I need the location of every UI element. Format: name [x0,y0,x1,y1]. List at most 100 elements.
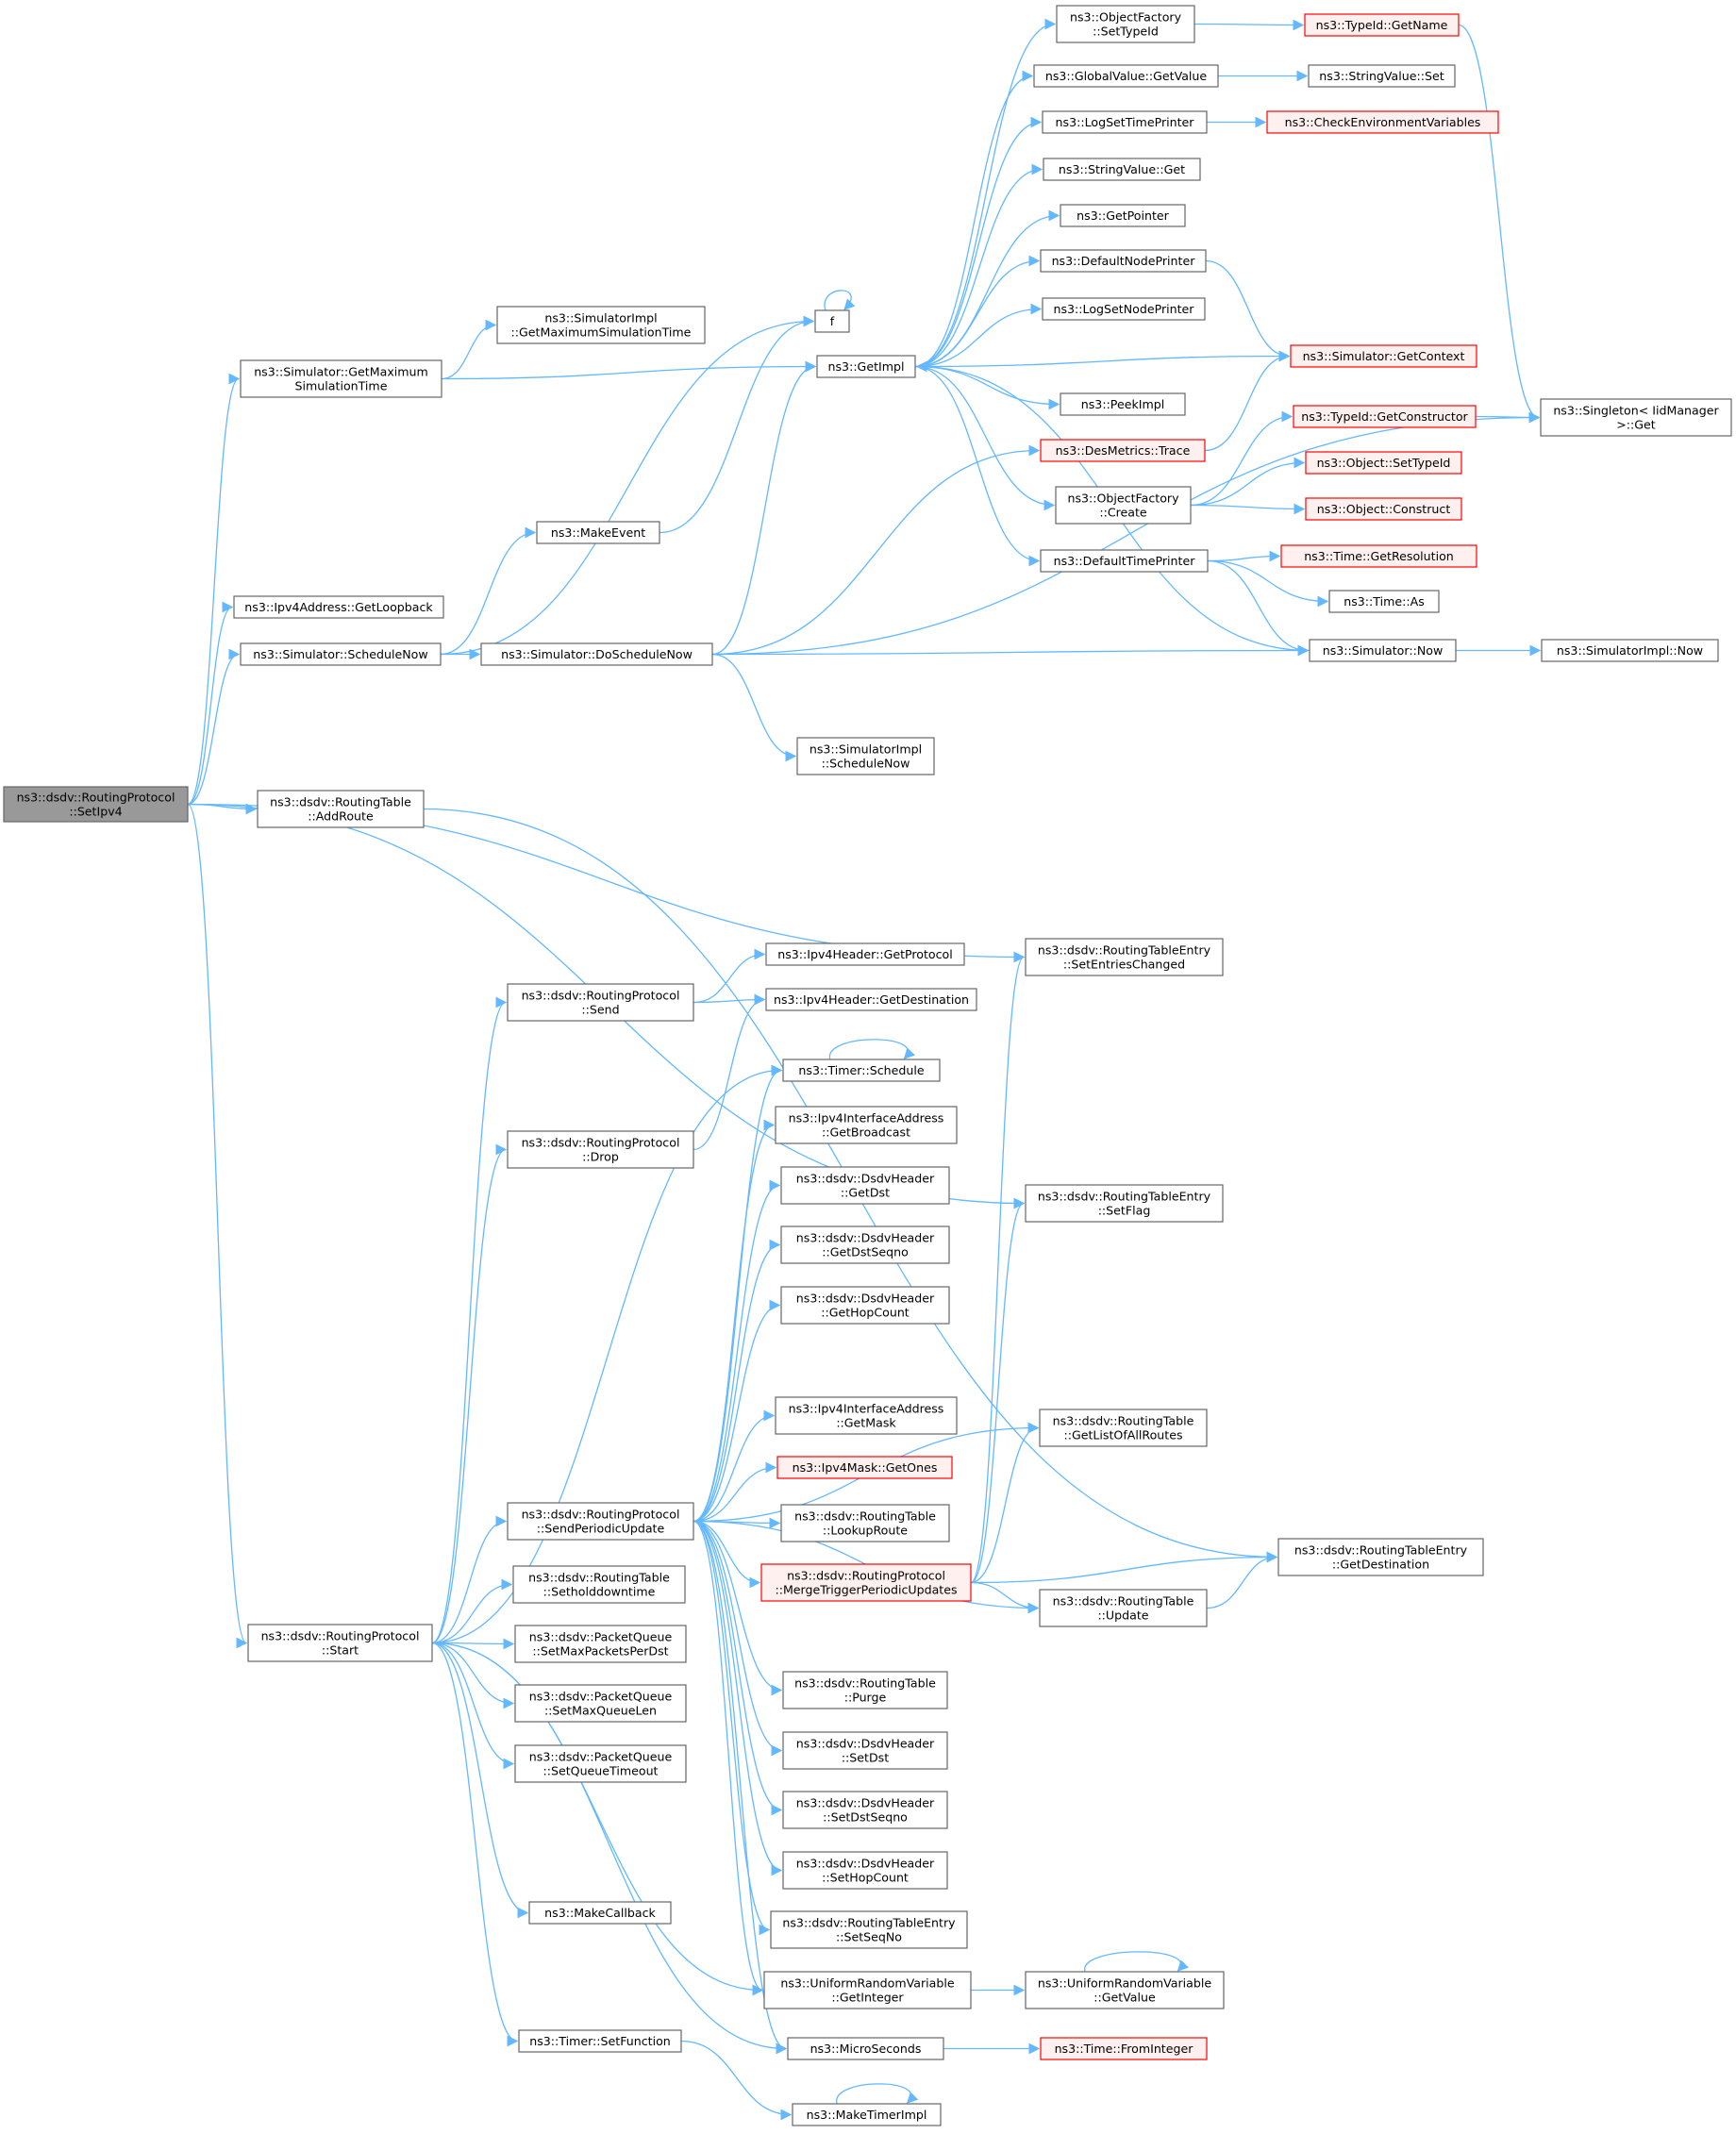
node-hsetdstseq[interactable]: ns3::dsdv::DsdvHeader::SetDstSeqno [782,1791,948,1829]
node-logsetnode[interactable]: ns3::LogSetNodePrinter [1042,297,1206,321]
node-checkenv[interactable]: ns3::CheckEnvironmentVariables [1266,110,1499,134]
node-rtegetdest[interactable]: ns3::dsdv::RoutingTableEntry::GetDestina… [1277,1538,1484,1576]
node-makeevent[interactable]: ns3::MakeEvent [536,521,660,544]
node-label: ::Start [322,1643,359,1658]
node-label: ns3::dsdv::RoutingProtocol [522,1136,680,1150]
node-rtesetseq[interactable]: ns3::dsdv::RoutingTableEntry::SetSeqNo [770,1910,968,1949]
node-implnow[interactable]: ns3::SimulatorImpl::Now [1541,639,1719,662]
node-label: ::ScheduleNow [822,757,910,771]
node-timegetres[interactable]: ns3::Time::GetResolution [1280,544,1477,568]
edge-sendperiodic-to-hgetdst [693,1179,781,1523]
node-box [787,2037,944,2060]
node-ifgetbcast[interactable]: ns3::Ipv4InterfaceAddress::GetBroadcast [775,1106,958,1144]
node-urvgetint[interactable]: ns3::UniformRandomVariable::GetInteger [763,1971,972,2009]
node-box [775,1396,958,1435]
node-merge[interactable]: ns3::dsdv::RoutingProtocol::MergeTrigger… [760,1563,972,1602]
node-addroute[interactable]: ns3::dsdv::RoutingTable::AddRoute [257,790,425,828]
node-timefromint[interactable]: ns3::Time::FromInteger [1040,2037,1208,2060]
node-timeas[interactable]: ns3::Time::As [1328,590,1440,613]
node-label: ns3::LogSetNodePrinter [1054,302,1195,316]
node-makecb[interactable]: ns3::MakeCallback [528,1901,672,1925]
node-box [496,306,706,344]
edge-deftime-to-timegetres [1207,550,1281,562]
node-f[interactable]: f [814,309,850,333]
node-box [507,983,694,1022]
node-hsethop[interactable]: ns3::dsdv::DsdvHeader::SetHopCount [782,1851,948,1890]
node-drop[interactable]: ns3::dsdv::RoutingProtocol::Drop [507,1130,694,1169]
node-pqsetmaxlen[interactable]: ns3::dsdv::PacketQueue::SetMaxQueueLen [514,1684,687,1723]
node-label: ns3::MakeTimerImpl [807,2108,927,2122]
node-gvgetvalue[interactable]: ns3::GlobalValue::GetValue [1033,64,1219,88]
node-svset[interactable]: ns3::StringValue::Set [1308,64,1456,88]
node-rtsethold[interactable]: ns3::dsdv::RoutingTable::Setholddowntime [512,1565,686,1604]
node-label: ns3::dsdv::RoutingProtocol [522,989,680,1003]
node-rtgetlist[interactable]: ns3::dsdv::RoutingTable::GetListOfAllRou… [1039,1409,1208,1447]
node-objconstruct[interactable]: ns3::Object::Construct [1305,497,1462,521]
node-hgethop[interactable]: ns3::dsdv::DsdvHeader::GetHopCount [780,1286,950,1325]
edge-getimpl-to-ofcreate [914,365,1056,511]
node-logsettime[interactable]: ns3::LogSetTimePrinter [1042,110,1208,134]
edge-doschednow-to-destrace [711,444,1041,656]
node-timersched[interactable]: ns3::Timer::Schedule [782,1059,941,1082]
node-schednow[interactable]: ns3::Simulator::ScheduleNow [240,642,442,666]
edge-destrace-to-simgetctx [1204,350,1291,452]
node-start[interactable]: ns3::dsdv::RoutingProtocol::Start [247,1624,433,1662]
node-box [796,737,935,775]
node-label: ns3::dsdv::RoutingTable [1053,1414,1194,1428]
node-rtpurge[interactable]: ns3::dsdv::RoutingTable::Purge [782,1671,948,1709]
node-urvgetval[interactable]: ns3::UniformRandomVariable::GetValue [1025,1971,1225,2009]
edge-tidgetname-to-singleton [1458,24,1541,424]
edge-merge-to-rtesetflag [970,1197,1026,1584]
node-label: ns3::dsdv::DsdvHeader [796,1172,935,1186]
node-maskones[interactable]: ns3::Ipv4Mask::GetOnes [776,1456,953,1479]
node-root[interactable]: ns3::dsdv::RoutingProtocol::SetIpv4 [3,786,189,823]
node-hsetdst[interactable]: ns3::dsdv::DsdvHeader::SetDst [782,1731,948,1770]
node-micro[interactable]: ns3::MicroSeconds [787,2037,944,2060]
node-send[interactable]: ns3::dsdv::RoutingProtocol::Send [507,983,694,1022]
node-box [765,988,977,1011]
node-pqsettimeout[interactable]: ns3::dsdv::PacketQueue::SetQueueTimeout [514,1744,687,1783]
node-hgetdstseq[interactable]: ns3::dsdv::DsdvHeader::GetDstSeqno [780,1225,950,1264]
edge-ofcreate-to-tidgetctor [1190,410,1294,507]
node-implschednow[interactable]: ns3::SimulatorImpl::ScheduleNow [796,737,935,775]
node-label: ns3::DefaultNodePrinter [1052,254,1196,268]
node-sendperiodic[interactable]: ns3::dsdv::RoutingProtocol::SendPeriodic… [507,1502,694,1541]
node-ipv4hdest[interactable]: ns3::Ipv4Header::GetDestination [765,988,977,1011]
node-pqsetmaxper[interactable]: ns3::dsdv::PacketQueue::SetMaxPacketsPer… [514,1625,687,1663]
node-label: ns3::Time::GetResolution [1304,549,1454,563]
node-rtesetflag[interactable]: ns3::dsdv::RoutingTableEntry::SetFlag [1025,1184,1224,1223]
node-rtupdate[interactable]: ns3::dsdv::RoutingTable::Update [1039,1589,1208,1627]
node-tidgetctor[interactable]: ns3::TypeId::GetConstructor [1293,405,1477,428]
node-maketimerimpl[interactable]: ns3::MakeTimerImpl [792,2103,942,2126]
node-getpointer[interactable]: ns3::GetPointer [1060,204,1186,227]
node-destrace[interactable]: ns3::DesMetrics::Trace [1040,439,1206,462]
node-label: ns3::Simulator::GetContext [1303,349,1465,363]
node-peekimpl[interactable]: ns3::PeekImpl [1060,392,1186,416]
edge-doschednow-to-getimpl [711,360,817,656]
node-implmax[interactable]: ns3::SimulatorImpl::GetMaximumSimulation… [496,306,706,344]
node-ofsettypeid[interactable]: ns3::ObjectFactory::SetTypeId [1056,5,1195,43]
node-rtlookup[interactable]: ns3::dsdv::RoutingTable::LookupRoute [780,1504,950,1542]
node-getloop[interactable]: ns3::Ipv4Address::GetLoopback [233,595,444,619]
node-defnode[interactable]: ns3::DefaultNodePrinter [1040,249,1207,273]
node-box [233,595,444,619]
node-rtesetentries[interactable]: ns3::dsdv::RoutingTableEntry::SetEntries… [1025,938,1224,976]
node-ipv4hproto[interactable]: ns3::Ipv4Header::GetProtocol [765,942,965,966]
node-doschednow[interactable]: ns3::Simulator::DoScheduleNow [480,642,713,666]
node-simnow[interactable]: ns3::Simulator::Now [1309,639,1457,662]
node-singleton[interactable]: ns3::Singleton< IidManager>::Get [1540,398,1732,437]
node-timersetfn[interactable]: ns3::Timer::SetFunction [518,2029,682,2053]
node-ofcreate[interactable]: ns3::ObjectFactory::Create [1055,486,1192,525]
node-label: ::GetHopCount [821,1306,910,1320]
node-ifgetmask[interactable]: ns3::Ipv4InterfaceAddress::GetMask [775,1396,958,1435]
node-tidgetname[interactable]: ns3::TypeId::GetName [1304,13,1460,37]
node-deftime[interactable]: ns3::DefaultTimePrinter [1040,549,1209,573]
node-objsettypeid[interactable]: ns3::Object::SetTypeId [1305,451,1462,475]
node-hgetdst[interactable]: ns3::dsdv::DsdvHeader::GetDst [780,1166,950,1205]
node-box [257,790,425,828]
node-getmax[interactable]: ns3::Simulator::GetMaximumSimulationTime [240,359,442,398]
node-svget[interactable]: ns3::StringValue::Get [1043,158,1201,181]
edge-sendperiodic-to-maskones [693,1461,777,1523]
node-simgetctx[interactable]: ns3::Simulator::GetContext [1290,344,1477,368]
node-getimpl[interactable]: ns3::GetImpl [816,355,916,378]
